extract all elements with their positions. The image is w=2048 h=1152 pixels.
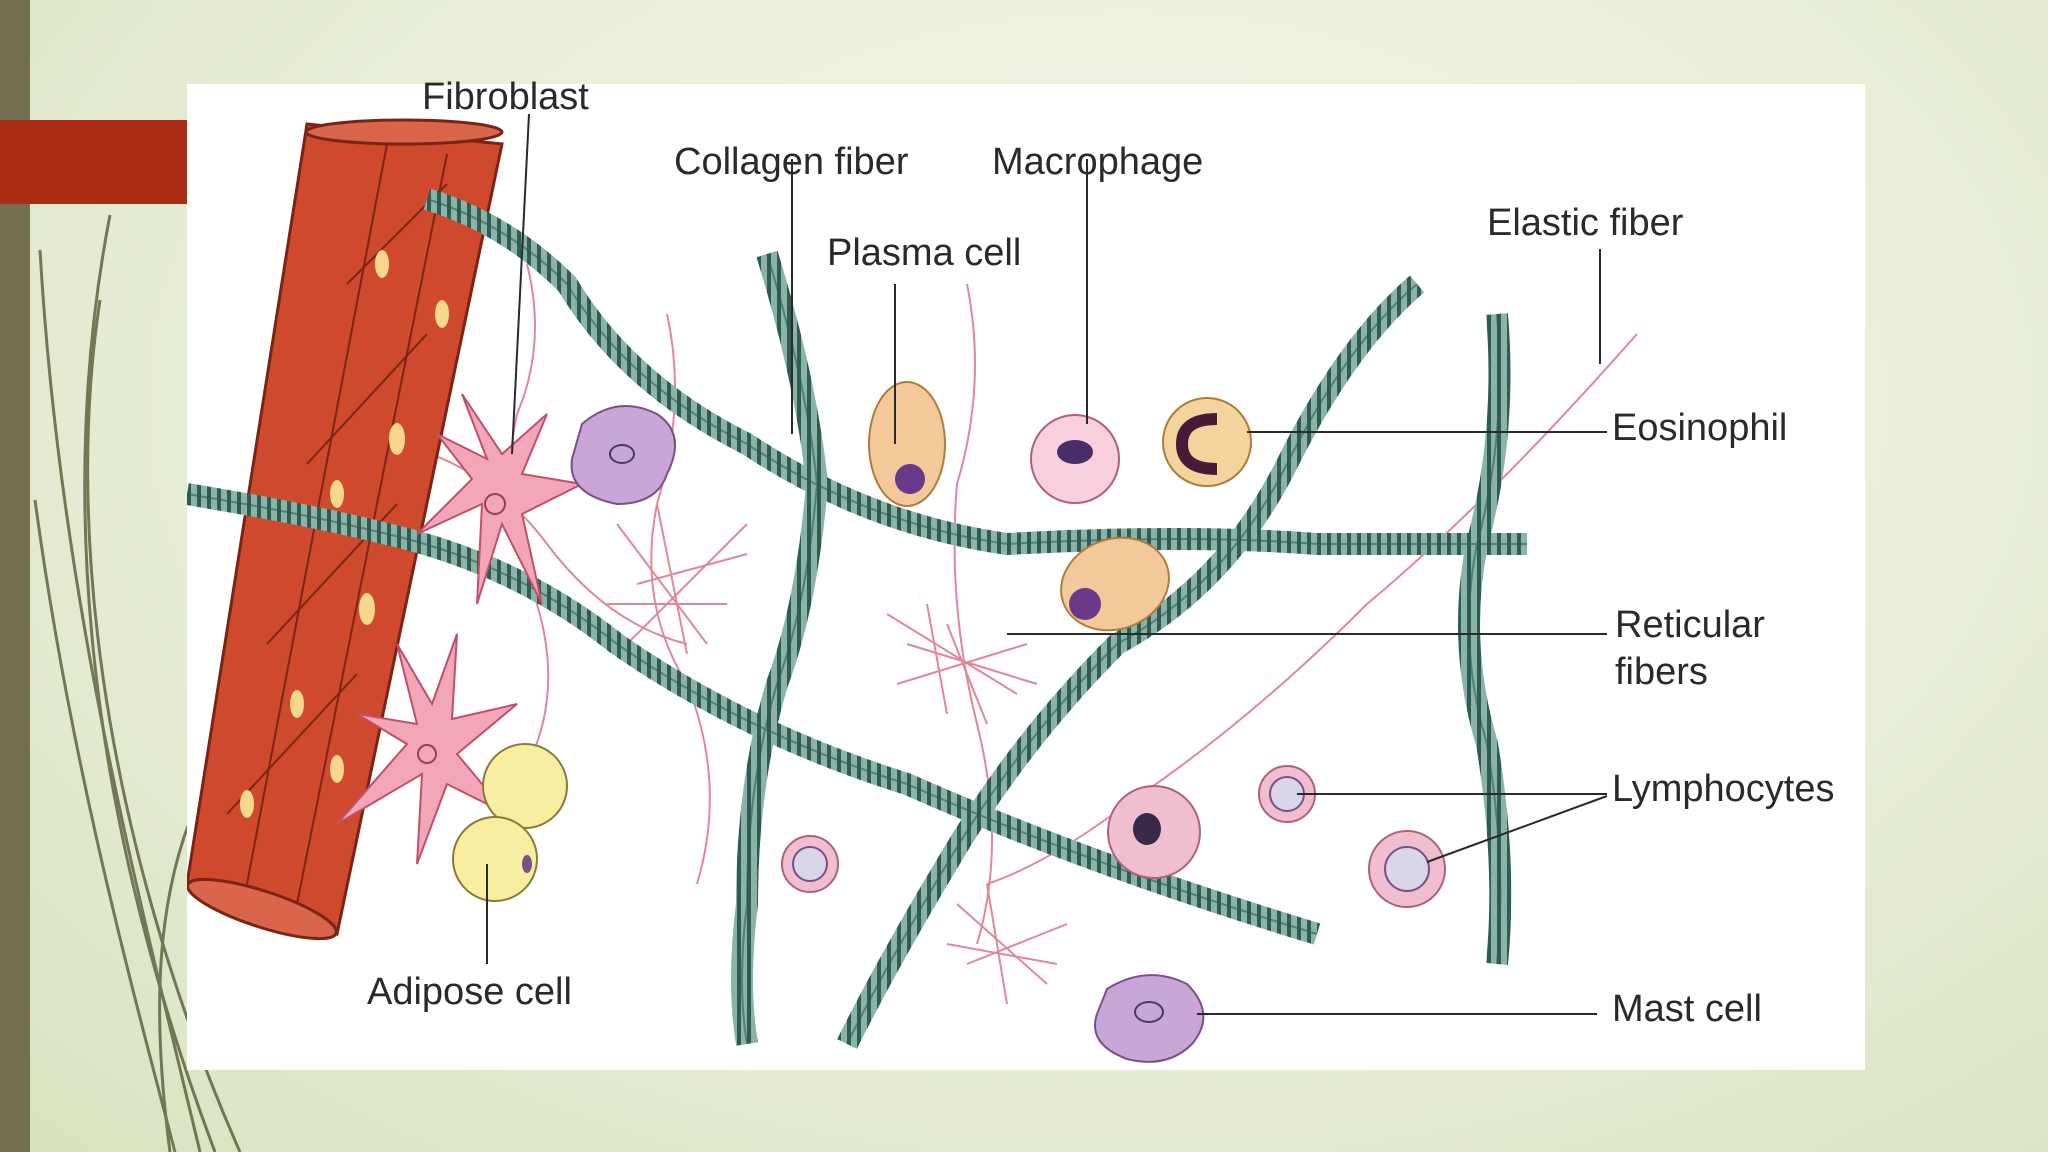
label-macrophage: Macrophage [992,141,1204,183]
label-plasma-cell: Plasma cell [827,232,1022,274]
mast-cells [570,405,1205,1063]
macrophage-cell [1030,414,1120,504]
label-eosinophil: Eosinophil [1612,407,1788,449]
fibroblast-cells [336,393,586,865]
label-elastic-fiber: Elastic fiber [1487,202,1684,244]
label-fibroblast: Fibroblast [422,76,589,118]
label-collagen-fiber: Collagen fiber [674,141,909,183]
adipose-cells [452,743,568,902]
label-reticular-fibers-line1: Reticular [1615,604,1765,646]
eosinophil-cell [1162,397,1252,487]
label-lymphocytes: Lymphocytes [1612,768,1835,810]
label-adipose-cell: Adipose cell [367,971,572,1013]
connective-tissue-diagram: Fibroblast Collagen fiber Macrophage Pla… [187,76,1865,1070]
slide-accent-bar [0,120,188,204]
label-reticular-fibers-line2: fibers [1615,651,1708,693]
collagen-fiber-outlines [187,198,1527,1045]
label-leader-lines [486,113,1608,1015]
diagram-illustration [187,113,1638,1063]
label-mast-cell: Mast cell [1612,988,1762,1030]
